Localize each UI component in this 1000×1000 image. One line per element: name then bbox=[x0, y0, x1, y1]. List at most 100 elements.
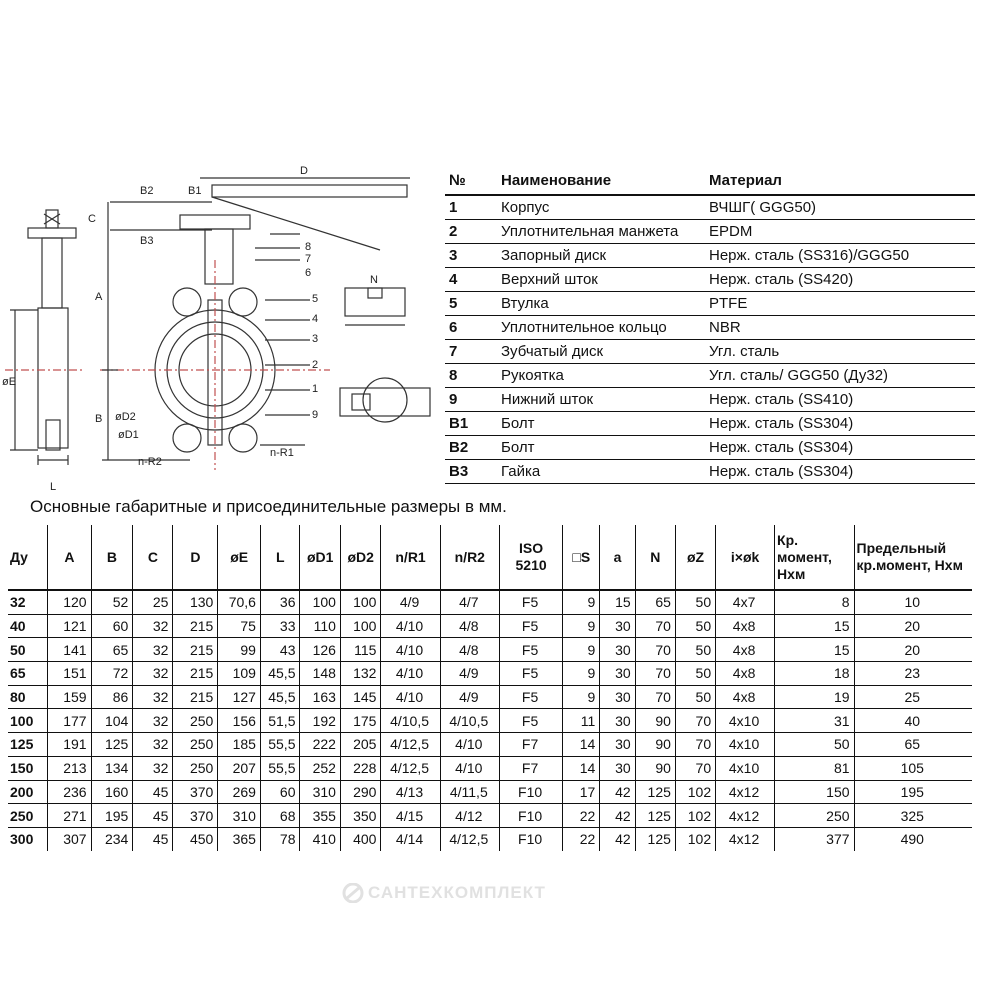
materials-cell-no: 9 bbox=[445, 387, 497, 412]
dimensions-cell: 50 bbox=[8, 637, 49, 663]
label-b2: B2 bbox=[140, 185, 153, 197]
dimensions-header-cell: ISO 5210 bbox=[499, 525, 564, 591]
dimensions-cell: 60 bbox=[260, 780, 301, 805]
dimensions-cell: 90 bbox=[635, 708, 676, 734]
dimensions-cell: 15 bbox=[774, 637, 855, 663]
dimensions-cell: 377 bbox=[774, 827, 855, 851]
materials-cell-material: Нерж. сталь (SS316)/GGG50 bbox=[705, 243, 975, 268]
dimensions-cell: 4/12,5 bbox=[380, 756, 441, 781]
dimensions-cell: 100 bbox=[340, 614, 382, 639]
label-part-2: 2 bbox=[312, 359, 318, 371]
dimensions-cell: 70 bbox=[675, 756, 717, 781]
dimensions-cell: 148 bbox=[299, 661, 341, 686]
dimensions-cell: 4x8 bbox=[715, 685, 776, 710]
dimensions-cell: F10 bbox=[499, 780, 564, 805]
materials-cell-material: Нерж. сталь (SS304) bbox=[705, 459, 975, 484]
dimensions-cell: F5 bbox=[499, 685, 564, 710]
label-part-7: 7 bbox=[305, 253, 311, 265]
dimensions-cell: 4x10 bbox=[715, 732, 776, 757]
dimensions-cell: 141 bbox=[47, 637, 92, 663]
dimensions-cell: F5 bbox=[499, 637, 564, 663]
dimensions-cell: 45 bbox=[132, 780, 174, 805]
label-b1: B1 bbox=[188, 185, 201, 197]
dimensions-header-cell: øE bbox=[217, 525, 261, 591]
dimensions-cell: 271 bbox=[47, 803, 92, 828]
dimensions-cell: 32 bbox=[132, 708, 174, 734]
dimensions-cell: 45,5 bbox=[260, 661, 301, 686]
dimensions-header-cell: Кр. момент, Нхм bbox=[774, 525, 855, 591]
label-part-3: 3 bbox=[312, 333, 318, 345]
materials-cell-name: Болт bbox=[497, 411, 705, 436]
dimensions-cell: 370 bbox=[172, 803, 219, 828]
dimensions-cell: 120 bbox=[47, 590, 92, 615]
dimensions-header-cell: A bbox=[47, 525, 92, 591]
label-oe: øE bbox=[2, 376, 16, 388]
dimensions-cell: F10 bbox=[499, 827, 564, 851]
dimensions-cell: 125 bbox=[91, 732, 134, 757]
materials-cell-material: EPDM bbox=[705, 219, 975, 244]
dimensions-cell: 14 bbox=[562, 756, 601, 781]
dimensions-cell: 65 bbox=[8, 661, 49, 686]
materials-cell-name: Уплотнительное кольцо bbox=[497, 315, 705, 340]
dimensions-cell: 14 bbox=[562, 732, 601, 757]
materials-cell-name: Уплотнительная манжета bbox=[497, 219, 705, 244]
dimensions-cell: 32 bbox=[132, 732, 174, 757]
dimensions-cell: F7 bbox=[499, 756, 564, 781]
dimensions-cell: 22 bbox=[562, 827, 601, 851]
dimensions-cell: 4/9 bbox=[440, 685, 500, 710]
dimensions-cell: 115 bbox=[340, 637, 382, 663]
dimensions-cell: 215 bbox=[172, 685, 219, 710]
dimensions-cell: 65 bbox=[854, 732, 972, 757]
dimensions-cell: 100 bbox=[8, 708, 49, 734]
dimensions-cell: 4/9 bbox=[380, 590, 441, 615]
dimensions-cell: 250 bbox=[774, 803, 855, 828]
dimensions-cell: 150 bbox=[774, 780, 855, 805]
dimensions-cell: 207 bbox=[217, 756, 261, 781]
dimensions-cell: 50 bbox=[675, 637, 717, 663]
dimensions-cell: 125 bbox=[635, 803, 676, 828]
dimensions-cell: 205 bbox=[340, 732, 382, 757]
dimensions-cell: 125 bbox=[635, 780, 676, 805]
dimensions-cell: 410 bbox=[299, 827, 341, 851]
dimensions-cell: 110 bbox=[299, 614, 341, 639]
dimensions-cell: 30 bbox=[599, 756, 636, 781]
dimensions-cell: 33 bbox=[260, 614, 301, 639]
label-l: L bbox=[50, 481, 56, 493]
dimensions-cell: 20 bbox=[854, 637, 972, 663]
dimensions-cell: 31 bbox=[774, 708, 855, 734]
label-n: N bbox=[370, 274, 378, 286]
valve-drawing-svg: D C A B L øE øD2 øD1 n-R1 n-R2 N B1 B2 B… bbox=[2, 165, 431, 493]
dimensions-cell: 25 bbox=[854, 685, 972, 710]
dimensions-cell: 9 bbox=[562, 685, 601, 710]
dimensions-header-cell: a bbox=[599, 525, 636, 591]
materials-cell-name: Рукоятка bbox=[497, 363, 705, 388]
dimensions-cell: 310 bbox=[299, 780, 341, 805]
dimensions-cell: 65 bbox=[635, 590, 676, 615]
label-b: B bbox=[95, 413, 102, 425]
materials-cell-no: 4 bbox=[445, 267, 497, 292]
dimensions-cell: 234 bbox=[91, 827, 134, 851]
label-d: D bbox=[300, 165, 308, 177]
dimensions-cell: 15 bbox=[599, 590, 636, 615]
dimensions-cell: 9 bbox=[562, 661, 601, 686]
materials-cell-name: Нижний шток bbox=[497, 387, 705, 412]
valve-drawing: D C A B L øE øD2 øD1 n-R1 n-R2 N B1 B2 B… bbox=[0, 160, 440, 495]
dimensions-cell: 52 bbox=[91, 590, 134, 615]
dimensions-cell: 250 bbox=[172, 756, 219, 781]
dimensions-cell: 236 bbox=[47, 780, 92, 805]
materials-cell-material: NBR bbox=[705, 315, 975, 340]
dimensions-cell: 81 bbox=[774, 756, 855, 781]
dimensions-cell: 30 bbox=[599, 661, 636, 686]
dimensions-header-cell: L bbox=[260, 525, 301, 591]
materials-cell-name: Гайка bbox=[497, 459, 705, 484]
